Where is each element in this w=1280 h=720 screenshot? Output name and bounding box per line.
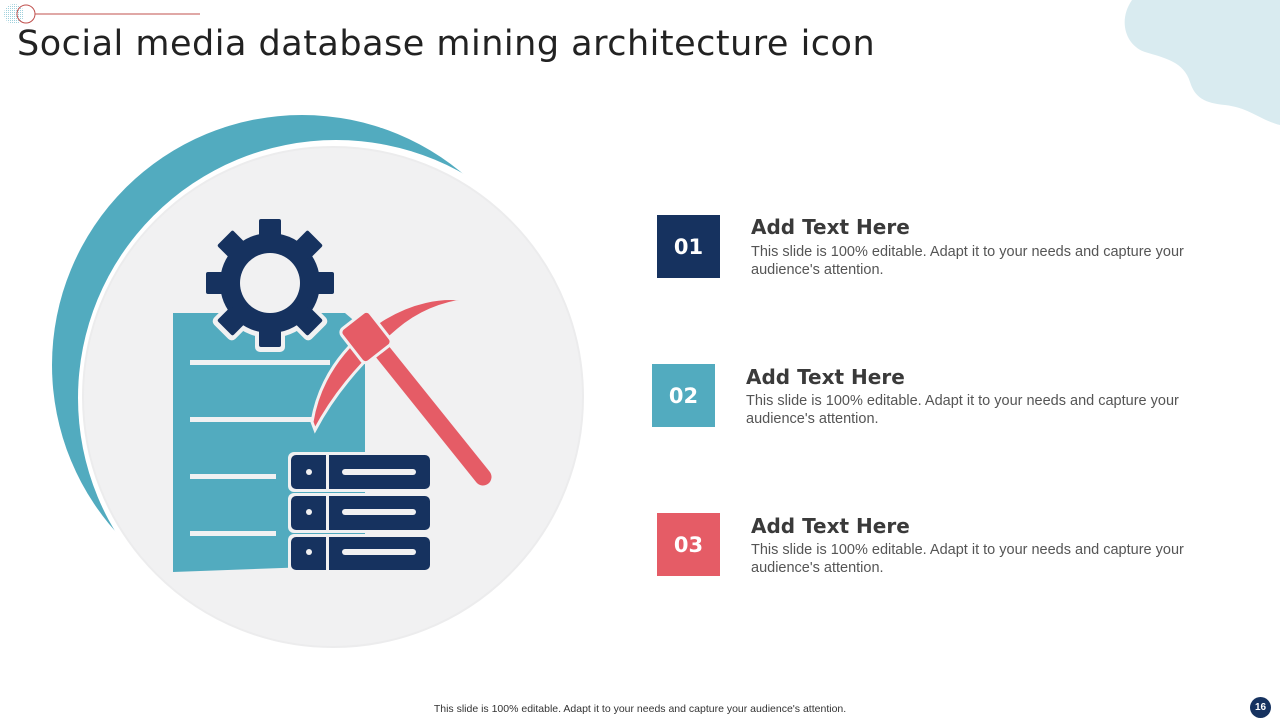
number-badge-03: 03 xyxy=(657,513,720,576)
item-body-02: This slide is 100% editable. Adapt it to… xyxy=(746,393,1179,427)
database-server-icon xyxy=(288,452,433,574)
item-body-03: This slide is 100% editable. Adapt it to… xyxy=(751,542,1184,576)
number-badge-01: 01 xyxy=(657,215,720,278)
database-mining-illustration xyxy=(52,115,594,656)
decorative-line-icon xyxy=(4,4,200,24)
page-title: Social media database mining architectur… xyxy=(17,24,876,64)
number-badge-02: 02 xyxy=(652,364,715,427)
footer-note: This slide is 100% editable. Adapt it to… xyxy=(433,703,847,715)
gear-icon xyxy=(201,214,339,352)
item-body-01: This slide is 100% editable. Adapt it to… xyxy=(751,244,1184,278)
page-number-badge: 16 xyxy=(1250,697,1271,718)
pickaxe-icon xyxy=(310,297,494,488)
item-heading-01: Add Text Here xyxy=(751,215,910,239)
decorative-blob xyxy=(1124,0,1280,125)
item-heading-03: Add Text Here xyxy=(751,514,910,538)
item-heading-02: Add Text Here xyxy=(746,365,905,389)
